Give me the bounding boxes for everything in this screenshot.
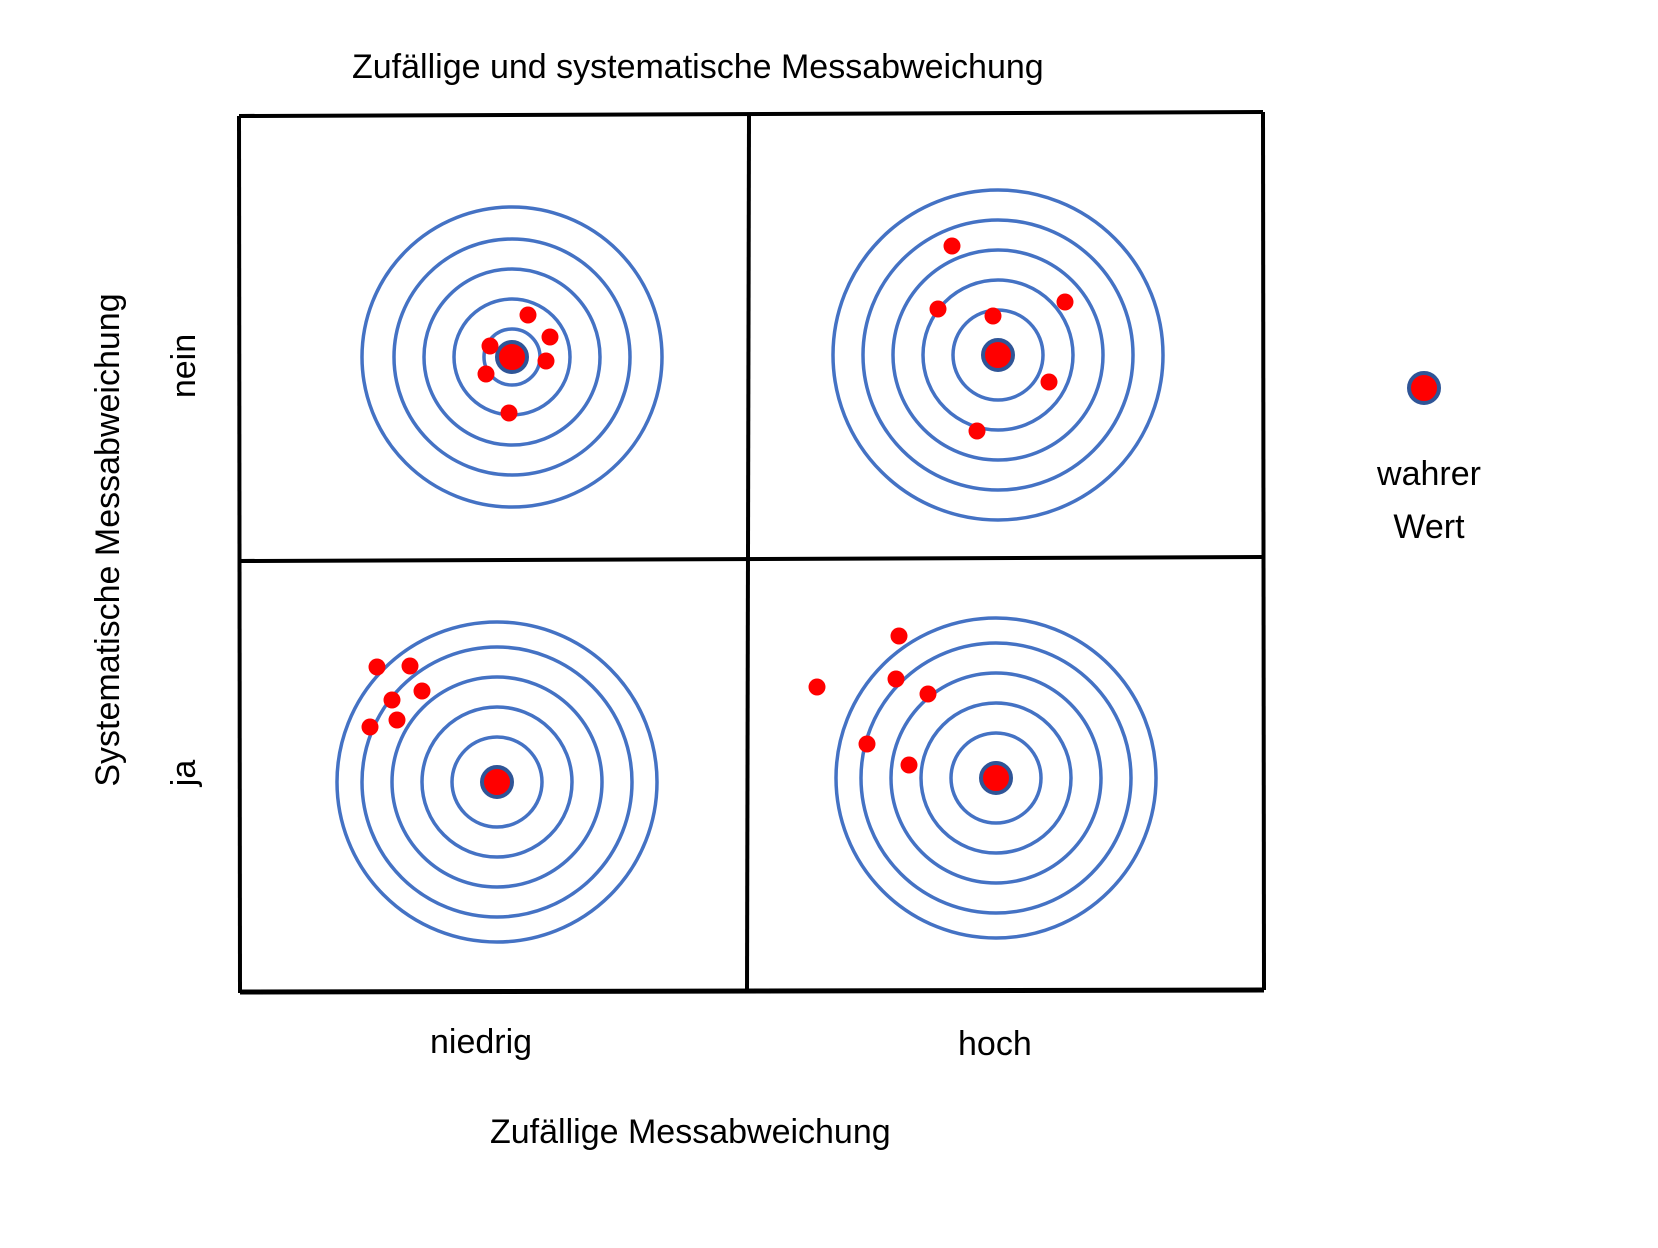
measurement-point [1040,373,1058,391]
measurement-point [368,658,386,676]
measurement-point [900,756,918,774]
target-ring [390,675,604,889]
target-ring [921,278,1075,432]
target-nein-hoch [831,188,1165,522]
target-ring [889,671,1103,885]
target-ring [891,248,1105,462]
legend-label-line2: Wert [1393,508,1465,546]
target-ring [919,701,1073,855]
true-value-dot-icon [495,340,529,374]
target-ring [335,620,659,944]
measurement-point [943,237,961,255]
true-value-dot-icon [981,338,1015,372]
measurement-point [858,735,876,753]
target-ring [360,645,634,919]
legend-label-line1: wahrer [1377,455,1481,493]
target-nein-niedrig [360,205,664,509]
target-ring [859,641,1133,915]
target-ring [360,205,664,509]
target-ring [450,735,544,829]
frame [237,110,1266,995]
row-label-nein: nein [165,333,203,399]
target-ring [420,705,574,859]
measurement-point [890,627,908,645]
measurement-point [1056,293,1074,311]
target-ja-hoch [808,616,1158,940]
target-ring [861,218,1135,492]
measurement-point [481,337,499,355]
measurement-point [919,685,937,703]
row-label-ja: ja [165,759,203,787]
diagram-title: Zufällige und systematische Messabweichu… [352,48,1044,86]
measurement-point [383,691,401,709]
measurement-point [541,328,559,346]
true-value-dot-icon [1407,371,1441,405]
true-value-dot-icon [979,761,1013,795]
measurement-point [401,657,419,675]
target-ring [392,237,632,477]
x-axis-label: Zufällige Messabweichung [490,1113,891,1151]
target-ring [831,188,1165,522]
column-label-niedrig: niedrig [430,1023,533,1061]
legend-label: wahrer Wert [1358,448,1500,554]
measurement-point [477,365,495,383]
true-value-dot-icon [480,765,514,799]
column-label-hoch: hoch [958,1025,1032,1063]
measurement-point [500,404,518,422]
target-ja-niedrig [335,620,659,944]
measurement-point [519,306,537,324]
measurement-point [388,711,406,729]
target-ring [422,267,602,447]
target-ring [834,616,1158,940]
measurement-point [984,307,1002,325]
measurement-point [887,670,905,688]
measurement-point [929,300,947,318]
measurement-point [968,422,986,440]
measurement-point [808,678,826,696]
y-axis-label: Systematische Messabweichung [89,293,127,787]
measurement-point [537,352,555,370]
target-ring [949,731,1043,825]
measurement-point [361,718,379,736]
measurement-point [413,682,431,700]
